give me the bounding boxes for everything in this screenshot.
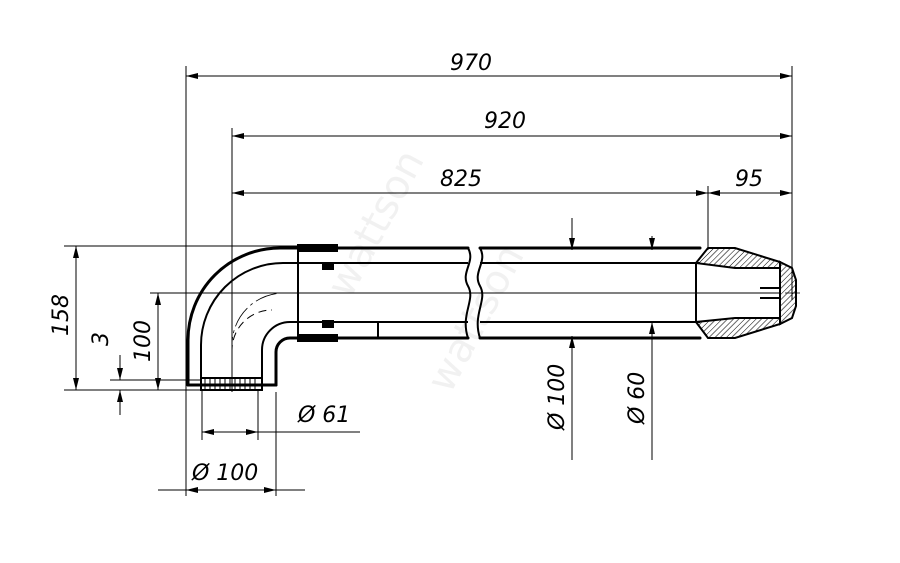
dim-terminal-length: 95 bbox=[735, 167, 763, 192]
svg-text:wattson: wattson bbox=[318, 142, 433, 304]
straight-pipe-left bbox=[296, 246, 472, 340]
dim-spigot-diameter: Ø 61 bbox=[297, 403, 350, 428]
dim-elbow-height: 100 bbox=[131, 320, 156, 362]
elbow-bend bbox=[186, 246, 302, 392]
dim-base-diameter: Ø 100 bbox=[191, 461, 258, 486]
svg-text:wattson: wattson bbox=[418, 237, 533, 399]
extension-lines bbox=[64, 66, 793, 496]
straight-pipe-right bbox=[476, 246, 702, 340]
dim-inner-diameter: Ø 100 bbox=[545, 364, 570, 431]
dim-offset: 3 bbox=[89, 332, 114, 346]
dimension-labels: 970 920 825 95 158 3 100 Ø 61 Ø 100 Ø 10… bbox=[49, 51, 763, 486]
dim-height: 158 bbox=[49, 294, 74, 336]
dimension-lines bbox=[73, 73, 792, 493]
dim-straight-length: 825 bbox=[440, 167, 482, 192]
terminal-cap bbox=[694, 247, 797, 339]
dim-outer-diameter: Ø 60 bbox=[625, 372, 650, 425]
dim-pipe-length: 920 bbox=[484, 109, 526, 134]
watermark: wattson wattson bbox=[318, 142, 533, 399]
dim-overall-length: 970 bbox=[450, 51, 492, 76]
center-lines bbox=[231, 292, 800, 392]
